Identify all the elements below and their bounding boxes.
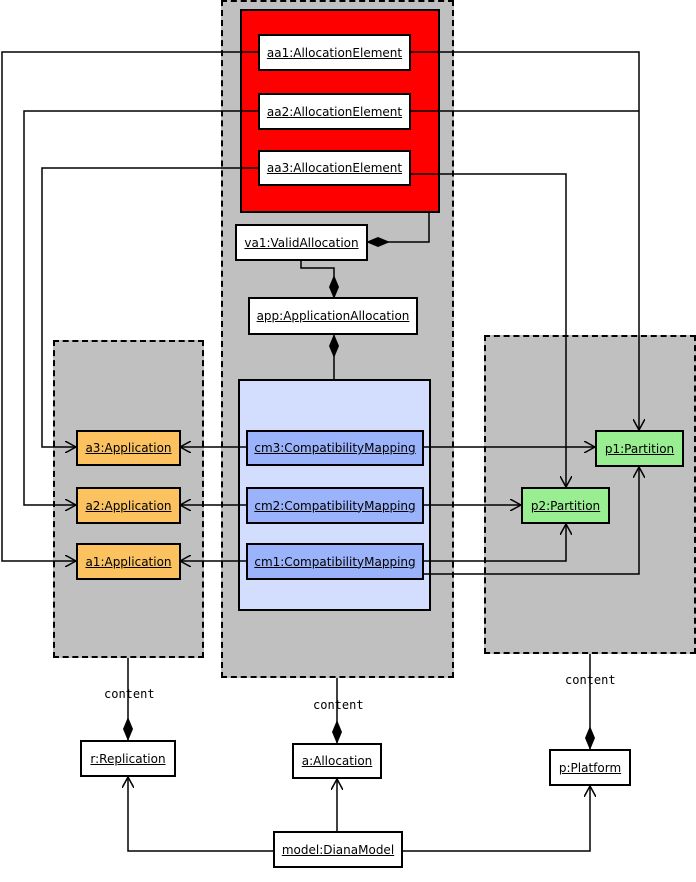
a2-application[interactable]: a2:Application <box>76 487 181 524</box>
a1-application[interactable]: a1:Application <box>76 543 181 580</box>
a3-application[interactable]: a3:Application <box>76 430 181 466</box>
aa2-allocation-element[interactable]: aa2:AllocationElement <box>258 93 411 130</box>
p-platform[interactable]: p:Platform <box>549 749 631 786</box>
aa3-allocation-element[interactable]: aa3:AllocationElement <box>258 150 411 186</box>
edge-model-p <box>402 786 590 852</box>
edge-aa1-a1 <box>1 51 258 561</box>
edge-aa3-a3 <box>41 167 258 447</box>
content-label-allocation: content <box>313 698 364 712</box>
edge-cm1-p1 <box>424 467 639 575</box>
p2-partition[interactable]: p2:Partition <box>521 487 610 524</box>
cm1-compatibility-mapping[interactable]: cm1:CompatibilityMapping <box>246 543 424 580</box>
edge-va1-app <box>300 261 339 299</box>
cm2-compatibility-mapping[interactable]: cm2:CompatibilityMapping <box>246 487 424 524</box>
a-allocation[interactable]: a:Allocation <box>292 743 382 779</box>
content-label-platform: content <box>565 673 616 687</box>
edge-aa3-p2 <box>410 173 566 487</box>
edge-cm1-p2 <box>424 524 566 562</box>
edge-group-va1 <box>366 213 430 247</box>
p1-partition[interactable]: p1:Partition <box>595 430 684 467</box>
edge-model-r <box>128 777 273 852</box>
content-label-replication: content <box>104 687 155 701</box>
aa1-allocation-element[interactable]: aa1:AllocationElement <box>258 34 411 71</box>
model-diana-model[interactable]: model:DianaModel <box>273 831 403 868</box>
app-application-allocation[interactable]: app:ApplicationAllocation <box>248 297 418 335</box>
r-replication[interactable]: r:Replication <box>80 740 176 777</box>
edge-aa1-p1 <box>410 51 639 430</box>
edge-aa2-a2 <box>23 110 258 505</box>
cm3-compatibility-mapping[interactable]: cm3:CompatibilityMapping <box>246 430 424 466</box>
va1-valid-allocation[interactable]: va1:ValidAllocation <box>235 224 368 261</box>
